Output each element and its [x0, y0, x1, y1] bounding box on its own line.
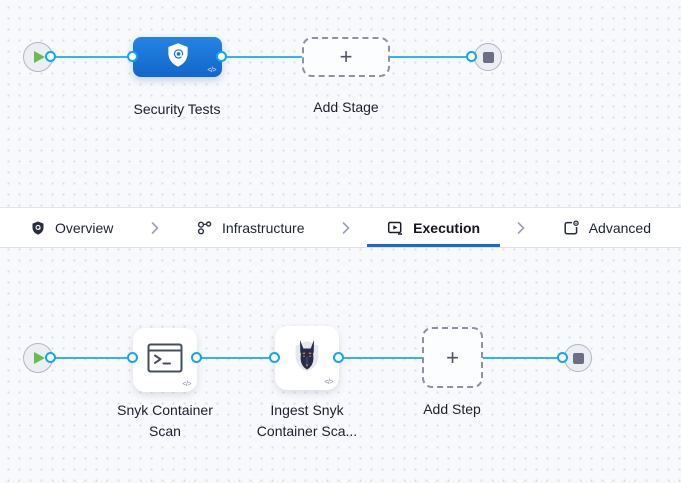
plus-icon: +: [446, 344, 459, 370]
step-edge: [339, 357, 422, 359]
connector-port[interactable]: [557, 352, 568, 363]
tab-execution[interactable]: Execution: [367, 208, 501, 247]
stage-end-node: [474, 43, 502, 71]
add-stage-button[interactable]: +: [302, 37, 390, 77]
connector-port[interactable]: [45, 51, 56, 62]
stage-config-tabbar: Overview Infrastructure Execution: [0, 207, 681, 248]
step-label: Ingest Snyk Container Sca...: [256, 402, 358, 439]
chevron-right-icon: [342, 208, 350, 247]
stage-edge: [222, 56, 302, 58]
tab-advanced[interactable]: Advanced: [543, 208, 671, 247]
file-gear-icon: [564, 219, 579, 235]
connector-port[interactable]: [127, 352, 138, 363]
step-card-snyk-container-scan[interactable]: </>: [133, 328, 197, 392]
connector-port[interactable]: [466, 51, 477, 62]
shield-scan-icon: [163, 40, 193, 75]
connector-port[interactable]: [333, 352, 344, 363]
stop-icon: [482, 51, 494, 63]
stage-edge: [390, 56, 472, 58]
shield-icon: [32, 221, 44, 235]
step-end-node: [564, 344, 592, 372]
connector-port[interactable]: [269, 352, 280, 363]
connector-port[interactable]: [127, 51, 138, 62]
add-step-button[interactable]: +: [422, 327, 483, 388]
code-icon: </>: [207, 67, 216, 74]
tab-infrastructure[interactable]: Infrastructure: [176, 208, 324, 247]
step-label: Snyk Container Scan: [117, 402, 213, 439]
play-icon: [34, 51, 45, 63]
play-icon: [34, 352, 45, 364]
tab-label: Advanced: [588, 219, 651, 236]
stage-edge: [51, 56, 133, 58]
terminal-icon: [147, 343, 183, 378]
stop-icon: [572, 352, 584, 364]
tab-label: Execution: [413, 219, 481, 236]
step-edge: [51, 357, 133, 359]
step-card-ingest-snyk[interactable]: </>: [275, 326, 339, 390]
step-edge: [483, 357, 563, 359]
snyk-dog-icon: [292, 339, 322, 378]
add-step-label: Add Step: [423, 401, 481, 417]
code-icon: </>: [182, 381, 191, 388]
play-box-icon: [388, 221, 403, 235]
step-edge: [197, 357, 275, 359]
connector-port[interactable]: [45, 352, 56, 363]
tab-label: Overview: [55, 219, 114, 236]
chevron-right-icon: [517, 208, 526, 247]
chevron-right-icon: [151, 208, 159, 247]
connector-port[interactable]: [216, 51, 227, 62]
tab-label: Infrastructure: [222, 219, 305, 236]
connector-port[interactable]: [191, 352, 202, 363]
add-stage-label: Add Stage: [313, 99, 379, 115]
infrastructure-nodes-icon: [197, 220, 212, 234]
stage-label: Security Tests: [133, 101, 221, 117]
stage-card-security-tests[interactable]: </>: [133, 37, 222, 77]
tab-overview[interactable]: Overview: [10, 208, 133, 247]
code-icon: </>: [324, 379, 333, 386]
plus-icon: +: [339, 44, 353, 69]
